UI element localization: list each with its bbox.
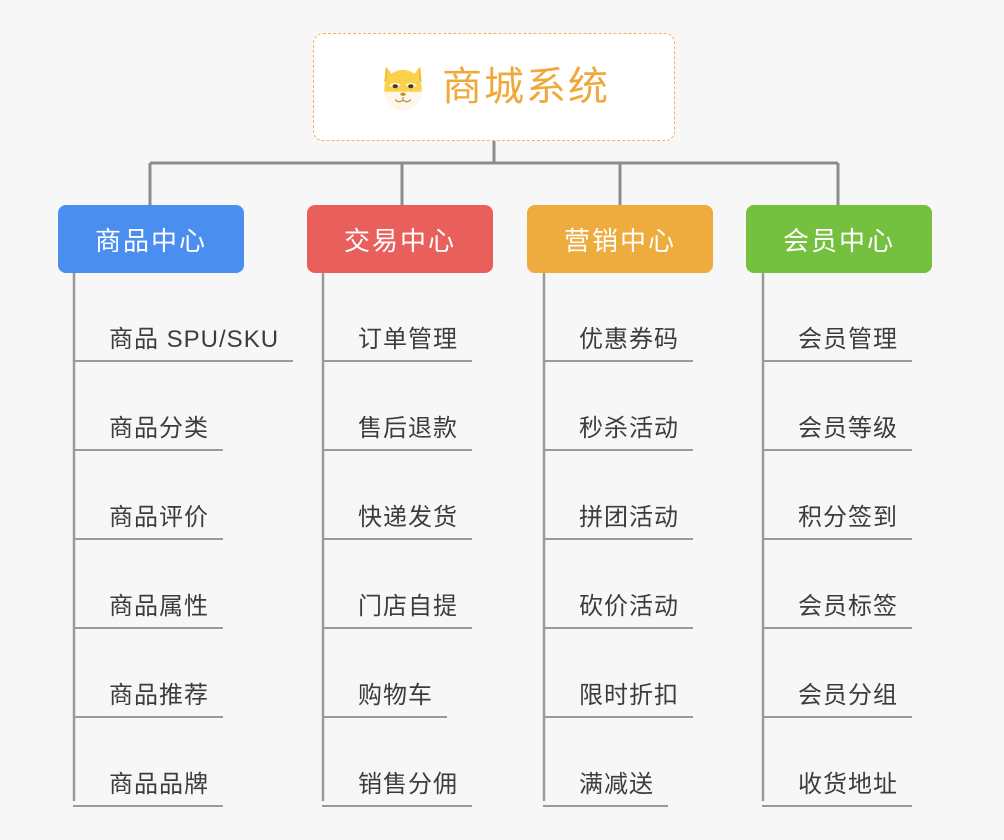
category-label: 营销中心 — [563, 225, 676, 256]
leaf-label: 销售分佣 — [322, 771, 472, 807]
leaf-item[interactable]: 满减送 — [543, 718, 693, 807]
leaf-item[interactable]: 商品属性 — [73, 540, 293, 629]
leaf-label: 门店自提 — [322, 593, 472, 629]
leaf-item[interactable]: 会员分组 — [762, 629, 912, 718]
leaf-label: 满减送 — [543, 771, 668, 807]
leaf-item[interactable]: 快递发货 — [322, 451, 472, 540]
root-title: 商城系统 — [442, 65, 610, 109]
leaf-item[interactable]: 限时折扣 — [543, 629, 693, 718]
leaf-label: 商品推荐 — [73, 682, 223, 718]
leaf-item[interactable]: 售后退款 — [322, 362, 472, 451]
leaf-column-member: 会员管理 会员等级 积分签到 会员标签 会员分组 收货地址 — [762, 273, 912, 807]
leaf-label: 优惠券码 — [543, 326, 693, 362]
category-label: 交易中心 — [343, 225, 456, 256]
leaf-label: 会员分组 — [762, 682, 912, 718]
leaf-label: 售后退款 — [322, 415, 472, 451]
leaf-label: 秒杀活动 — [543, 415, 693, 451]
category-box-member[interactable]: 会员中心 — [746, 205, 932, 273]
leaf-label: 会员等级 — [762, 415, 912, 451]
leaf-item[interactable]: 收货地址 — [762, 718, 912, 807]
leaf-item[interactable]: 拼团活动 — [543, 451, 693, 540]
leaf-item[interactable]: 优惠券码 — [543, 273, 693, 362]
leaf-label: 订单管理 — [322, 326, 472, 362]
leaf-item[interactable]: 积分签到 — [762, 451, 912, 540]
leaf-item[interactable]: 商品品牌 — [73, 718, 293, 807]
leaf-label: 会员标签 — [762, 593, 912, 629]
leaf-item[interactable]: 会员管理 — [762, 273, 912, 362]
leaf-item[interactable]: 砍价活动 — [543, 540, 693, 629]
leaf-column-product: 商品 SPU/SKU 商品分类 商品评价 商品属性 商品推荐 商品品牌 — [73, 273, 294, 807]
leaf-item[interactable]: 会员标签 — [762, 540, 912, 629]
leaf-label: 商品品牌 — [73, 771, 223, 807]
leaf-item[interactable]: 销售分佣 — [322, 718, 472, 807]
leaf-label: 商品评价 — [73, 504, 223, 540]
leaf-label: 收货地址 — [762, 771, 912, 807]
leaf-label: 商品 SPU/SKU — [73, 326, 294, 362]
shiba-dog-icon — [384, 66, 422, 111]
leaf-label: 快递发货 — [322, 504, 472, 540]
leaf-label: 商品属性 — [73, 593, 223, 629]
category-label: 商品中心 — [94, 225, 207, 256]
leaf-column-marketing: 优惠券码 秒杀活动 拼团活动 砍价活动 限时折扣 满减送 — [543, 273, 693, 807]
leaf-label: 限时折扣 — [543, 682, 693, 718]
leaf-label: 会员管理 — [762, 326, 912, 362]
leaf-item[interactable]: 门店自提 — [322, 540, 472, 629]
category-label: 会员中心 — [782, 225, 895, 256]
leaf-column-trade: 订单管理 售后退款 快递发货 门店自提 购物车 销售分佣 — [322, 273, 472, 807]
leaf-label: 拼团活动 — [543, 504, 693, 540]
leaf-label: 购物车 — [322, 682, 447, 718]
leaf-label: 商品分类 — [73, 415, 223, 451]
leaf-item[interactable]: 秒杀活动 — [543, 362, 693, 451]
category-box-product[interactable]: 商品中心 — [58, 205, 244, 273]
leaf-label: 砍价活动 — [543, 593, 693, 629]
leaf-item[interactable]: 会员等级 — [762, 362, 912, 451]
leaf-item[interactable]: 商品推荐 — [73, 629, 293, 718]
leaf-item[interactable]: 商品分类 — [73, 362, 293, 451]
category-box-trade[interactable]: 交易中心 — [307, 205, 493, 273]
leaf-label: 积分签到 — [762, 504, 912, 540]
leaf-item[interactable]: 购物车 — [322, 629, 472, 718]
leaf-item[interactable]: 商品 SPU/SKU — [73, 273, 294, 362]
leaf-item[interactable]: 订单管理 — [322, 273, 472, 362]
category-box-marketing[interactable]: 营销中心 — [527, 205, 713, 273]
leaf-item[interactable]: 商品评价 — [73, 451, 293, 540]
root-node[interactable]: 商城系统 — [313, 33, 675, 141]
